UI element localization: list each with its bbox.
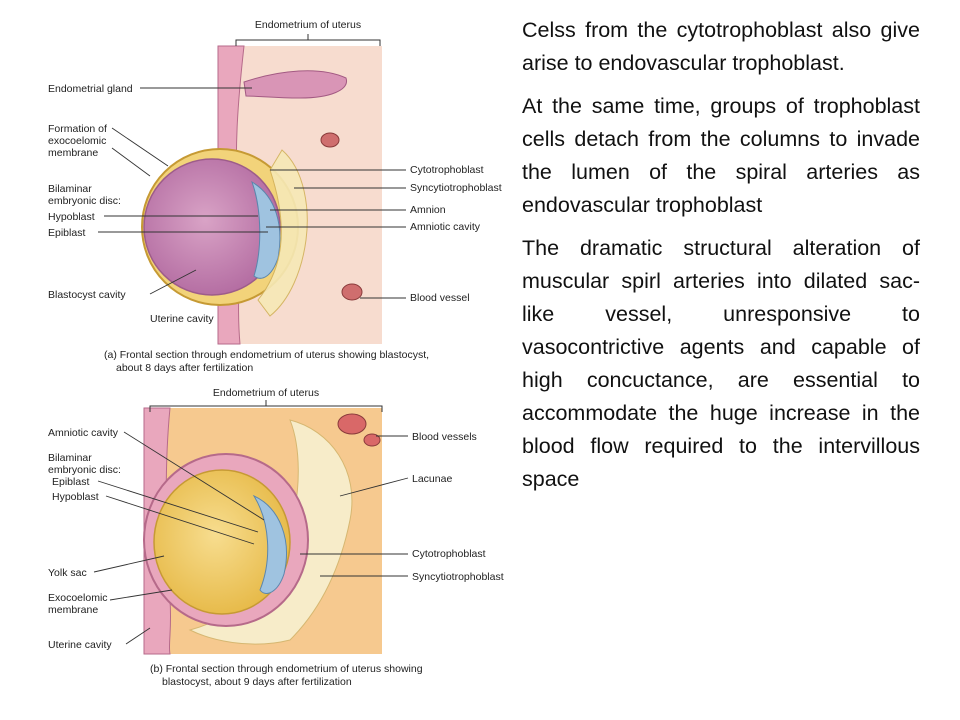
label-bilaminar-b: Bilaminar xyxy=(48,452,92,464)
label-membrane-b: membrane xyxy=(48,604,98,616)
endometrial-gland-shape xyxy=(243,70,347,99)
vessel-shape xyxy=(320,132,340,148)
label-exocoelomic: exocoelomic xyxy=(48,135,106,147)
panel-b-caption: (b) Frontal section through endometrium … xyxy=(150,663,423,688)
label-hypoblast: Hypoblast xyxy=(48,211,95,223)
blood-vessels-shape xyxy=(337,413,367,435)
blood-vessel-shape xyxy=(341,283,363,301)
label-amnion: Amnion xyxy=(410,204,446,216)
paragraph-1: Celss from the cytotrophoblast also give… xyxy=(522,18,920,75)
label-blood-vessels: Blood vessels xyxy=(412,431,477,443)
label-uterine-cavity: Uterine cavity xyxy=(150,313,214,325)
panel-b-title-brace: Endometrium of uterus xyxy=(149,387,383,412)
label-cytotrophoblast: Cytotrophoblast xyxy=(410,164,484,176)
label-bilaminar: Bilaminar xyxy=(48,183,92,195)
label-embryonic-disc-b: embryonic disc: xyxy=(48,464,121,476)
label-lacunae: Lacunae xyxy=(412,473,452,485)
label-exocoelomic-b: Exocoelomic xyxy=(48,592,108,604)
explanation-text: Celss from the cytotrophoblast also give… xyxy=(522,14,920,506)
embryo-implantation-figure: Endometrium of uterus Endometrial gland … xyxy=(48,19,504,688)
blood-vessels-shape-2 xyxy=(363,433,381,447)
label-blastocyst-cavity: Blastocyst cavity xyxy=(48,289,126,301)
label-amniotic-cavity-b: Amniotic cavity xyxy=(48,427,119,439)
embryonic-disc-shape-b xyxy=(252,494,287,594)
label-membrane: membrane xyxy=(48,147,98,159)
label-epiblast: Epiblast xyxy=(48,227,85,239)
label-embryonic-disc: embryonic disc: xyxy=(48,195,121,207)
panel-a-title-brace: Endometrium of uterus xyxy=(235,19,381,46)
label-epiblast-b: Epiblast xyxy=(52,476,89,488)
label-cytotrophoblast-b: Cytotrophoblast xyxy=(412,548,486,560)
panel-a-labels-left: Endometrial gland Formation of exocoelom… xyxy=(48,83,268,325)
paragraph-2: At the same time, groups of trophoblast … xyxy=(522,94,920,217)
paragraph-3: The dramatic structural alteration of mu… xyxy=(522,236,920,491)
panel-b-labels-left: Amniotic cavity Bilaminar embryonic disc… xyxy=(48,427,265,651)
label-formation-of: Formation of xyxy=(48,123,107,135)
label-amniotic-cavity: Amniotic cavity xyxy=(410,221,481,233)
label-hypoblast-b: Hypoblast xyxy=(52,491,99,503)
syncytiotrophoblast-shape xyxy=(257,149,308,317)
embryonic-disc-shape xyxy=(251,180,281,279)
label-uterine-cavity-b: Uterine cavity xyxy=(48,639,112,651)
panel-a-caption: (a) Frontal section through endometrium … xyxy=(104,349,429,374)
caption-b-line2: blastocyst, about 9 days after fertiliza… xyxy=(162,676,352,688)
label-endometrial-gland: Endometrial gland xyxy=(48,83,133,95)
label-yolk-sac: Yolk sac xyxy=(48,567,87,579)
caption-a-line1: (a) Frontal section through endometrium … xyxy=(104,349,429,361)
caption-b-line1: (b) Frontal section through endometrium … xyxy=(150,663,423,675)
yolk-sac-shape xyxy=(153,469,291,615)
label-syncytiotrophoblast-b: Syncytiotrophoblast xyxy=(412,571,504,583)
label-blood-vessel: Blood vessel xyxy=(410,292,470,304)
caption-a-line2: about 8 days after fertilization xyxy=(116,362,253,374)
panel-a-labels-right: Cytotrophoblast Syncytiotrophoblast Amni… xyxy=(266,164,502,304)
panel-b-illustration xyxy=(143,407,382,655)
label-syncytiotrophoblast: Syncytiotrophoblast xyxy=(410,182,502,194)
panel-a-title: Endometrium of uterus xyxy=(255,19,361,31)
panel-b-labels-right: Blood vessels Lacunae Cytotrophoblast Sy… xyxy=(300,431,504,583)
panel-a-illustration xyxy=(141,45,382,345)
panel-b-title: Endometrium of uterus xyxy=(213,387,319,399)
